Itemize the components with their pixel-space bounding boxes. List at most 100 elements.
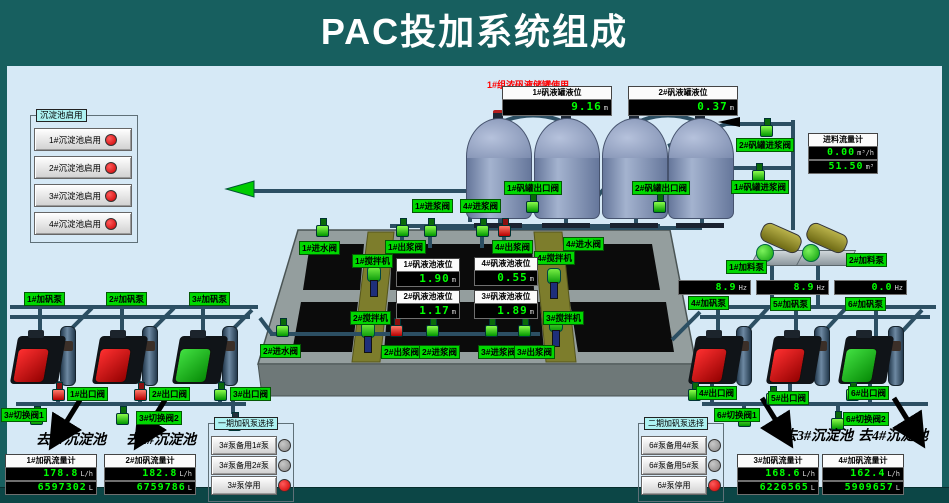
valve-icon[interactable] [760, 118, 773, 138]
dosing-pump-5[interactable] [765, 330, 823, 384]
valve-icon[interactable] [426, 318, 439, 338]
valve-icon[interactable] [396, 218, 409, 238]
pump6-backup5-button[interactable]: 6#泵备用5#泵 [641, 456, 707, 475]
device-label: 5#加矾泵 [770, 297, 811, 311]
device-label: 2#矾罐进浆阀 [736, 138, 794, 152]
status-led [708, 459, 721, 472]
alum-tank-4 [668, 110, 734, 228]
valve-icon[interactable] [485, 318, 498, 338]
feed-pump-2[interactable] [795, 220, 857, 266]
alum-tank-2 [534, 110, 600, 228]
destination-text: 去4#沉淀池 [858, 429, 928, 444]
device-label: 5#出口阀 [768, 391, 809, 405]
storage-tank-in-use-note: 1#组浓矾液储罐使用 [487, 80, 570, 90]
valve-icon[interactable] [316, 218, 329, 238]
device-label: 3#出口阀 [230, 387, 271, 401]
status-led [278, 439, 291, 452]
device-label: 2#出浆阀 [381, 345, 422, 359]
tank1-level-label: 1#矾液罐液位 [502, 86, 612, 100]
device-label: 1#进浆阀 [412, 199, 453, 213]
pump6-stop-button[interactable]: 6#泵停用 [641, 476, 707, 495]
device-label: 3#切换阀1 [1, 408, 47, 422]
panel-header: 沉淀池启用 [36, 109, 87, 122]
valve-icon-closed[interactable] [498, 218, 511, 238]
device-label: 2#矾罐出口阀 [632, 181, 690, 195]
device-label: 4#进浆阀 [460, 199, 501, 213]
button-label: 4#沉淀池启用 [49, 218, 101, 229]
valve-icon[interactable] [518, 318, 531, 338]
device-label: 2#加矾泵 [106, 292, 147, 306]
basin4-level-label: 4#矾液池液位 [474, 257, 538, 271]
device-label: 2#加料泵 [846, 253, 887, 267]
feed-meter-label: 进料流量计 [808, 133, 878, 147]
valve-icon-closed[interactable] [134, 382, 147, 402]
device-label: 4#加矾泵 [688, 296, 729, 310]
sediment-enable-button-4[interactable]: 4#沉淀池启用 [34, 212, 132, 235]
valve-icon[interactable] [653, 194, 666, 214]
valve-icon[interactable] [476, 218, 489, 238]
valve-icon-closed[interactable] [52, 382, 65, 402]
mixer-2[interactable] [360, 322, 375, 353]
destination-text: 去2#沉淀池 [126, 433, 196, 448]
device-label: 1#进水阀 [299, 241, 340, 255]
device-label: 6#切换阀2 [843, 412, 889, 426]
valve-icon[interactable] [116, 406, 129, 426]
tank2-level-label: 2#矾液罐液位 [628, 86, 738, 100]
pump3-stop-button[interactable]: 3#泵停用 [211, 476, 277, 495]
device-label: 4#搅拌机 [534, 251, 575, 265]
pump3-backup1-button[interactable]: 3#泵备用1#泵 [211, 436, 277, 455]
device-label: 6#切换阀1 [714, 408, 760, 422]
mixer-4[interactable] [546, 268, 561, 299]
valve-icon[interactable] [276, 318, 289, 338]
status-led [104, 189, 117, 202]
device-label: 1#出口阀 [67, 387, 108, 401]
status-led [278, 459, 291, 472]
valve-icon[interactable] [752, 163, 765, 183]
button-label: 1#沉淀池启用 [49, 134, 101, 145]
panel-header: 二期加矾泵选择 [644, 417, 708, 430]
status-led [104, 161, 117, 174]
flow-meter2-label: 2#加矾流量计 [104, 454, 196, 468]
basin1-level-label: 1#矾液池液位 [396, 258, 460, 272]
page-title: PAC投加系统组成 [320, 11, 629, 52]
dosing-pump-4[interactable] [687, 330, 745, 384]
mixer-1[interactable] [366, 266, 381, 297]
status-led [708, 479, 721, 492]
button-label: 3#沉淀池启用 [49, 190, 101, 201]
device-label: 2#进浆阀 [419, 345, 460, 359]
sediment-enable-button-2[interactable]: 2#沉淀池启用 [34, 156, 132, 179]
dosing-pump-3[interactable] [171, 330, 229, 384]
basin3-level-label: 3#矾液池液位 [474, 290, 538, 304]
sediment-enable-button-1[interactable]: 1#沉淀池启用 [34, 128, 132, 151]
valve-icon-closed[interactable] [390, 318, 403, 338]
status-led [104, 133, 117, 146]
sediment-enable-button-3[interactable]: 3#沉淀池启用 [34, 184, 132, 207]
valve-icon[interactable] [214, 382, 227, 402]
dosing-pump-2[interactable] [91, 330, 149, 384]
panel-header: 一期加矾泵选择 [214, 417, 278, 430]
flow-meter3-label: 3#加矾流量计 [737, 454, 819, 468]
valve-icon[interactable] [526, 194, 539, 214]
device-label: 6#出口阀 [848, 386, 889, 400]
pump6-backup4-button[interactable]: 6#泵备用4#泵 [641, 436, 707, 455]
valve-icon[interactable] [424, 218, 437, 238]
device-label: 1#加料泵 [726, 260, 767, 274]
device-label: 6#加矾泵 [845, 297, 886, 311]
dosing-pump-6[interactable] [837, 330, 895, 384]
dosing-pump-1[interactable] [9, 330, 67, 384]
device-label: 1#出浆阀 [385, 240, 426, 254]
device-label: 4#出浆阀 [492, 240, 533, 254]
pump3-backup2-button[interactable]: 3#泵备用2#泵 [211, 456, 277, 475]
